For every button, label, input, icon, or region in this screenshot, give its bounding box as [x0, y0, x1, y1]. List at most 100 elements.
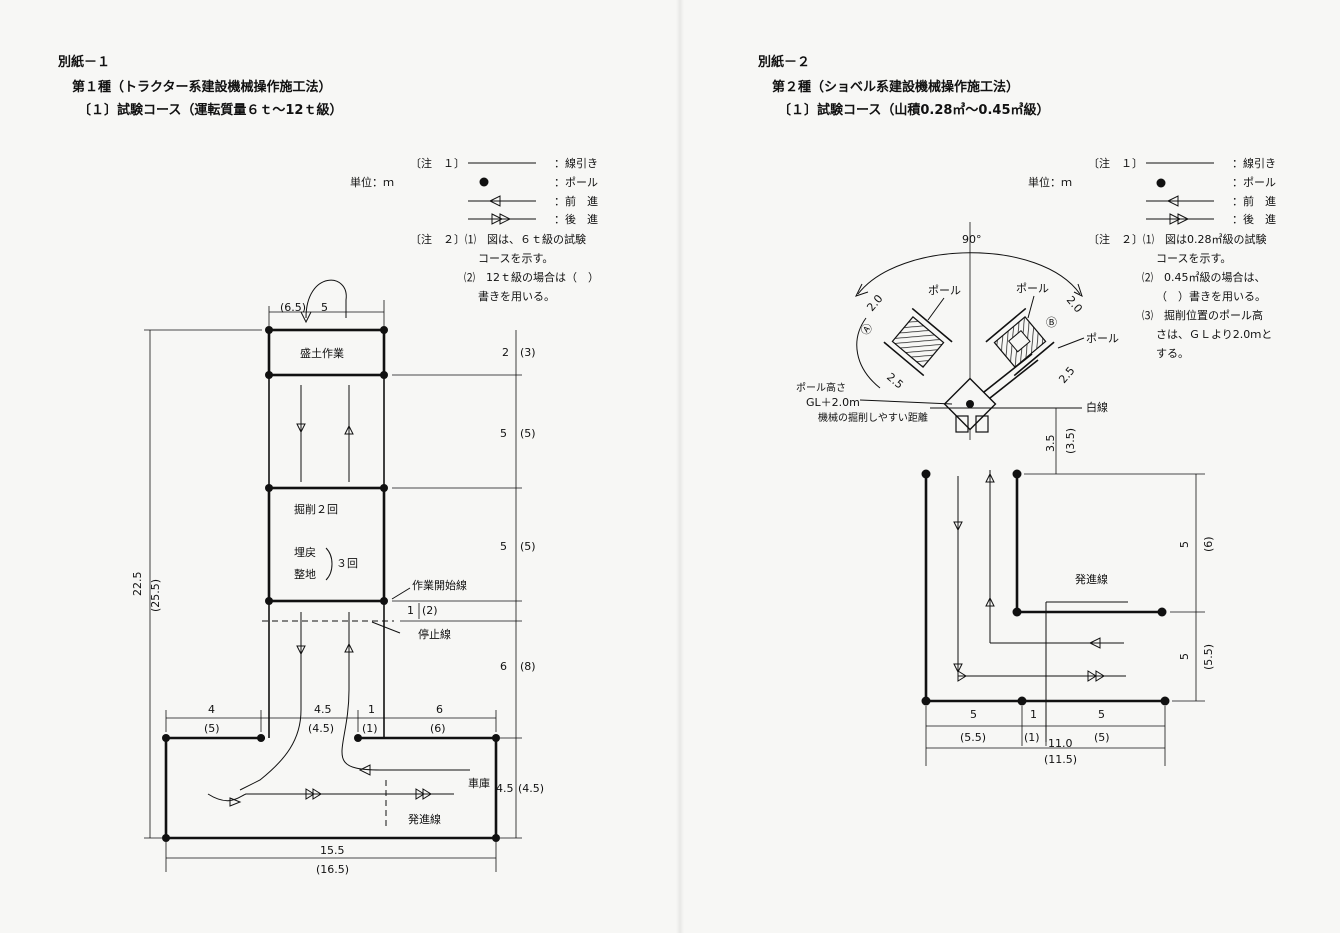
dig-label: 掘削２回	[294, 502, 338, 516]
mark-b: Ⓑ	[1046, 316, 1057, 329]
start-line-label-2: 発進線	[1075, 572, 1108, 586]
dim-w3: 1	[368, 703, 375, 716]
dim2-w3-b: (5)	[1094, 731, 1110, 744]
dim-w2-b: (4.5)	[308, 722, 334, 735]
dim-total: 22.5	[131, 572, 144, 597]
dim2-w2-b: (1)	[1024, 731, 1040, 744]
sheet1: 別紙－１ 第１種（トラクター系建設機械操作施工法） 〔１〕試験コース（運転質量６…	[57, 54, 599, 876]
dim2-r2: 5	[1178, 653, 1191, 660]
dim-v35: 3.5	[1044, 435, 1057, 453]
legend2-note1: 〔注 １〕	[1088, 156, 1143, 170]
unit2-label: 単位：ｍ	[1028, 175, 1072, 189]
dim-w3-b: (1)	[362, 722, 378, 735]
sheet2-title: 第２種（ショベル系建設機械操作施工法）	[772, 79, 1019, 95]
note2b-line-3: ⑵ 0.45㎥級の場合は、	[1142, 270, 1266, 284]
pole-b-label: ポール	[1016, 282, 1049, 295]
white-line-label: 白線	[1086, 400, 1108, 414]
gl-label: GL＋2.0m	[806, 396, 860, 409]
dim-r4-b: (2)	[422, 604, 438, 617]
sheet2-subtitle: 〔１〕試験コース（山積0.28㎥～0.45㎥級）	[778, 102, 1050, 118]
legend-pole-icon	[479, 177, 489, 187]
dim2-w1: 5	[970, 708, 977, 721]
dim-r6-b: (4.5)	[518, 782, 544, 795]
dim-v35-b: (3.5)	[1064, 428, 1077, 454]
dim-r5-b: (8)	[520, 660, 536, 673]
pole-height-label: ポール高さ	[796, 381, 846, 394]
note2-line-1: 〔注 ２〕⑴ 図は、６ｔ級の試験	[410, 232, 586, 246]
dim-a20-right: 2.0	[1064, 294, 1085, 316]
note2b-line-1: 〔注 ２〕⑴ 図は0.28㎥級の試験	[1088, 232, 1267, 246]
dim2-w1-b: (5.5)	[960, 731, 986, 744]
legend2-backward-label: ：後 進	[1232, 212, 1276, 226]
backward-arrow-icon	[1169, 213, 1190, 225]
sheet2-excavation: 90° Ⓐ 2.0 2.5 ポール	[796, 222, 1119, 474]
sheet1-dimensions: (6.5) 5 22.5 (25.5) 2 (3) 5 (5) 5	[131, 300, 544, 876]
dim-r5: 6	[500, 660, 507, 673]
pole-c-label: ポール	[1086, 332, 1119, 345]
note2b-line-5: ⑶ 掘削位置のポール高	[1142, 308, 1263, 322]
dim-w4: 6	[436, 703, 443, 716]
note2-line-3: ⑵ 12ｔ級の場合は（ ）	[464, 270, 599, 284]
fill-label-1: 埋戻	[294, 546, 316, 559]
note2b-line-2: コースを示す。	[1156, 252, 1231, 265]
dim-r2-b: (5)	[520, 427, 536, 440]
forward-arrow-icon	[488, 195, 501, 207]
angle-label: 90°	[962, 233, 982, 246]
dim-r4: 1	[407, 604, 414, 617]
sheet2-dimensions: 5 (6) 5 (5.5) 5 (5.5) 1 (1) 5 (5) 11.0 (…	[925, 473, 1215, 766]
dim-w4-b: (6)	[430, 722, 446, 735]
unit-label: 単位：ｍ	[350, 175, 394, 189]
dim-w1: 4	[208, 703, 215, 716]
dim-r3-b: (5)	[520, 540, 536, 553]
backward-arrow-icon	[491, 213, 512, 225]
dim-a20-left: 2.0	[864, 292, 885, 314]
garage-label: 車庫	[468, 776, 490, 790]
sheet1-poles	[162, 326, 500, 842]
pit-a	[883, 307, 953, 377]
legend2-pole-icon	[1156, 178, 1166, 188]
mound-box	[267, 328, 386, 377]
note2-line-2: コースを示す。	[478, 252, 553, 265]
dim-a25-right: 2.5	[1056, 364, 1077, 386]
legend-backward-label: ：後 進	[554, 212, 598, 226]
fill-label-2: 整地	[294, 567, 316, 581]
dig-box	[267, 486, 386, 603]
dim-bottom: 15.5	[320, 844, 345, 857]
dim2-r1-b: (6)	[1202, 536, 1215, 552]
dim-r3: 5	[500, 540, 507, 553]
note2-line-4: 書きを用いる。	[478, 289, 555, 303]
work-start-label: 作業開始線	[412, 578, 467, 592]
legend2-line-label: ：線引き	[1232, 156, 1276, 170]
start-line-label-1: 発進線	[408, 812, 441, 826]
dim2-w3: 5	[1098, 708, 1105, 721]
sheet2-legend: 〔注 １〕 ：線引き 単位：ｍ ：ポール ：前 進 ：後 進 〔注 ２〕⑴ 図は…	[1028, 156, 1276, 360]
stop-label: 停止線	[418, 627, 451, 641]
mound-label: 盛土作業	[300, 346, 344, 360]
sheet2: 別紙－２ 第２種（ショベル系建設機械操作施工法） 〔１〕試験コース（山積0.28…	[757, 54, 1276, 766]
times-label: ３回	[336, 557, 358, 570]
dim2-r1: 5	[1178, 541, 1191, 548]
mark-a: Ⓐ	[858, 321, 875, 338]
dim-r1: 2	[502, 346, 509, 359]
dim-a25-left: 2.5	[884, 370, 906, 391]
legend-forward-label: ：前 進	[554, 194, 598, 208]
note2b-line-4: （ ）書きを用いる。	[1156, 289, 1266, 303]
legend2-pole-label: ：ポール	[1232, 176, 1276, 189]
legend2-forward-label: ：前 進	[1232, 194, 1276, 208]
sheet2-label: 別紙－２	[757, 54, 810, 70]
dim-w1-b: (5)	[204, 722, 220, 735]
sheet1-legend: 〔注 １〕 ：線引き 単位：ｍ ：ポール ：前 進 ：後 進 〔注 ２〕⑴ 図は…	[350, 156, 599, 303]
sheet2-poles	[921, 469, 1170, 706]
dim-r2: 5	[500, 427, 507, 440]
legend-pole-label: ：ポール	[554, 176, 598, 189]
sheet1-subtitle: 〔１〕試験コース（運転質量６ｔ～12ｔ級）	[78, 102, 342, 118]
sheet1-title: 第１種（トラクター系建設機械操作施工法）	[72, 79, 331, 95]
dim-r6: 4.5	[496, 782, 514, 795]
dim2-total-b: (11.5)	[1044, 753, 1077, 766]
sheet1-label: 別紙－１	[57, 54, 110, 70]
dim-r1-b: (3)	[520, 346, 536, 359]
machine-icon	[943, 353, 1039, 433]
dim-bottom-b: (16.5)	[316, 863, 349, 876]
